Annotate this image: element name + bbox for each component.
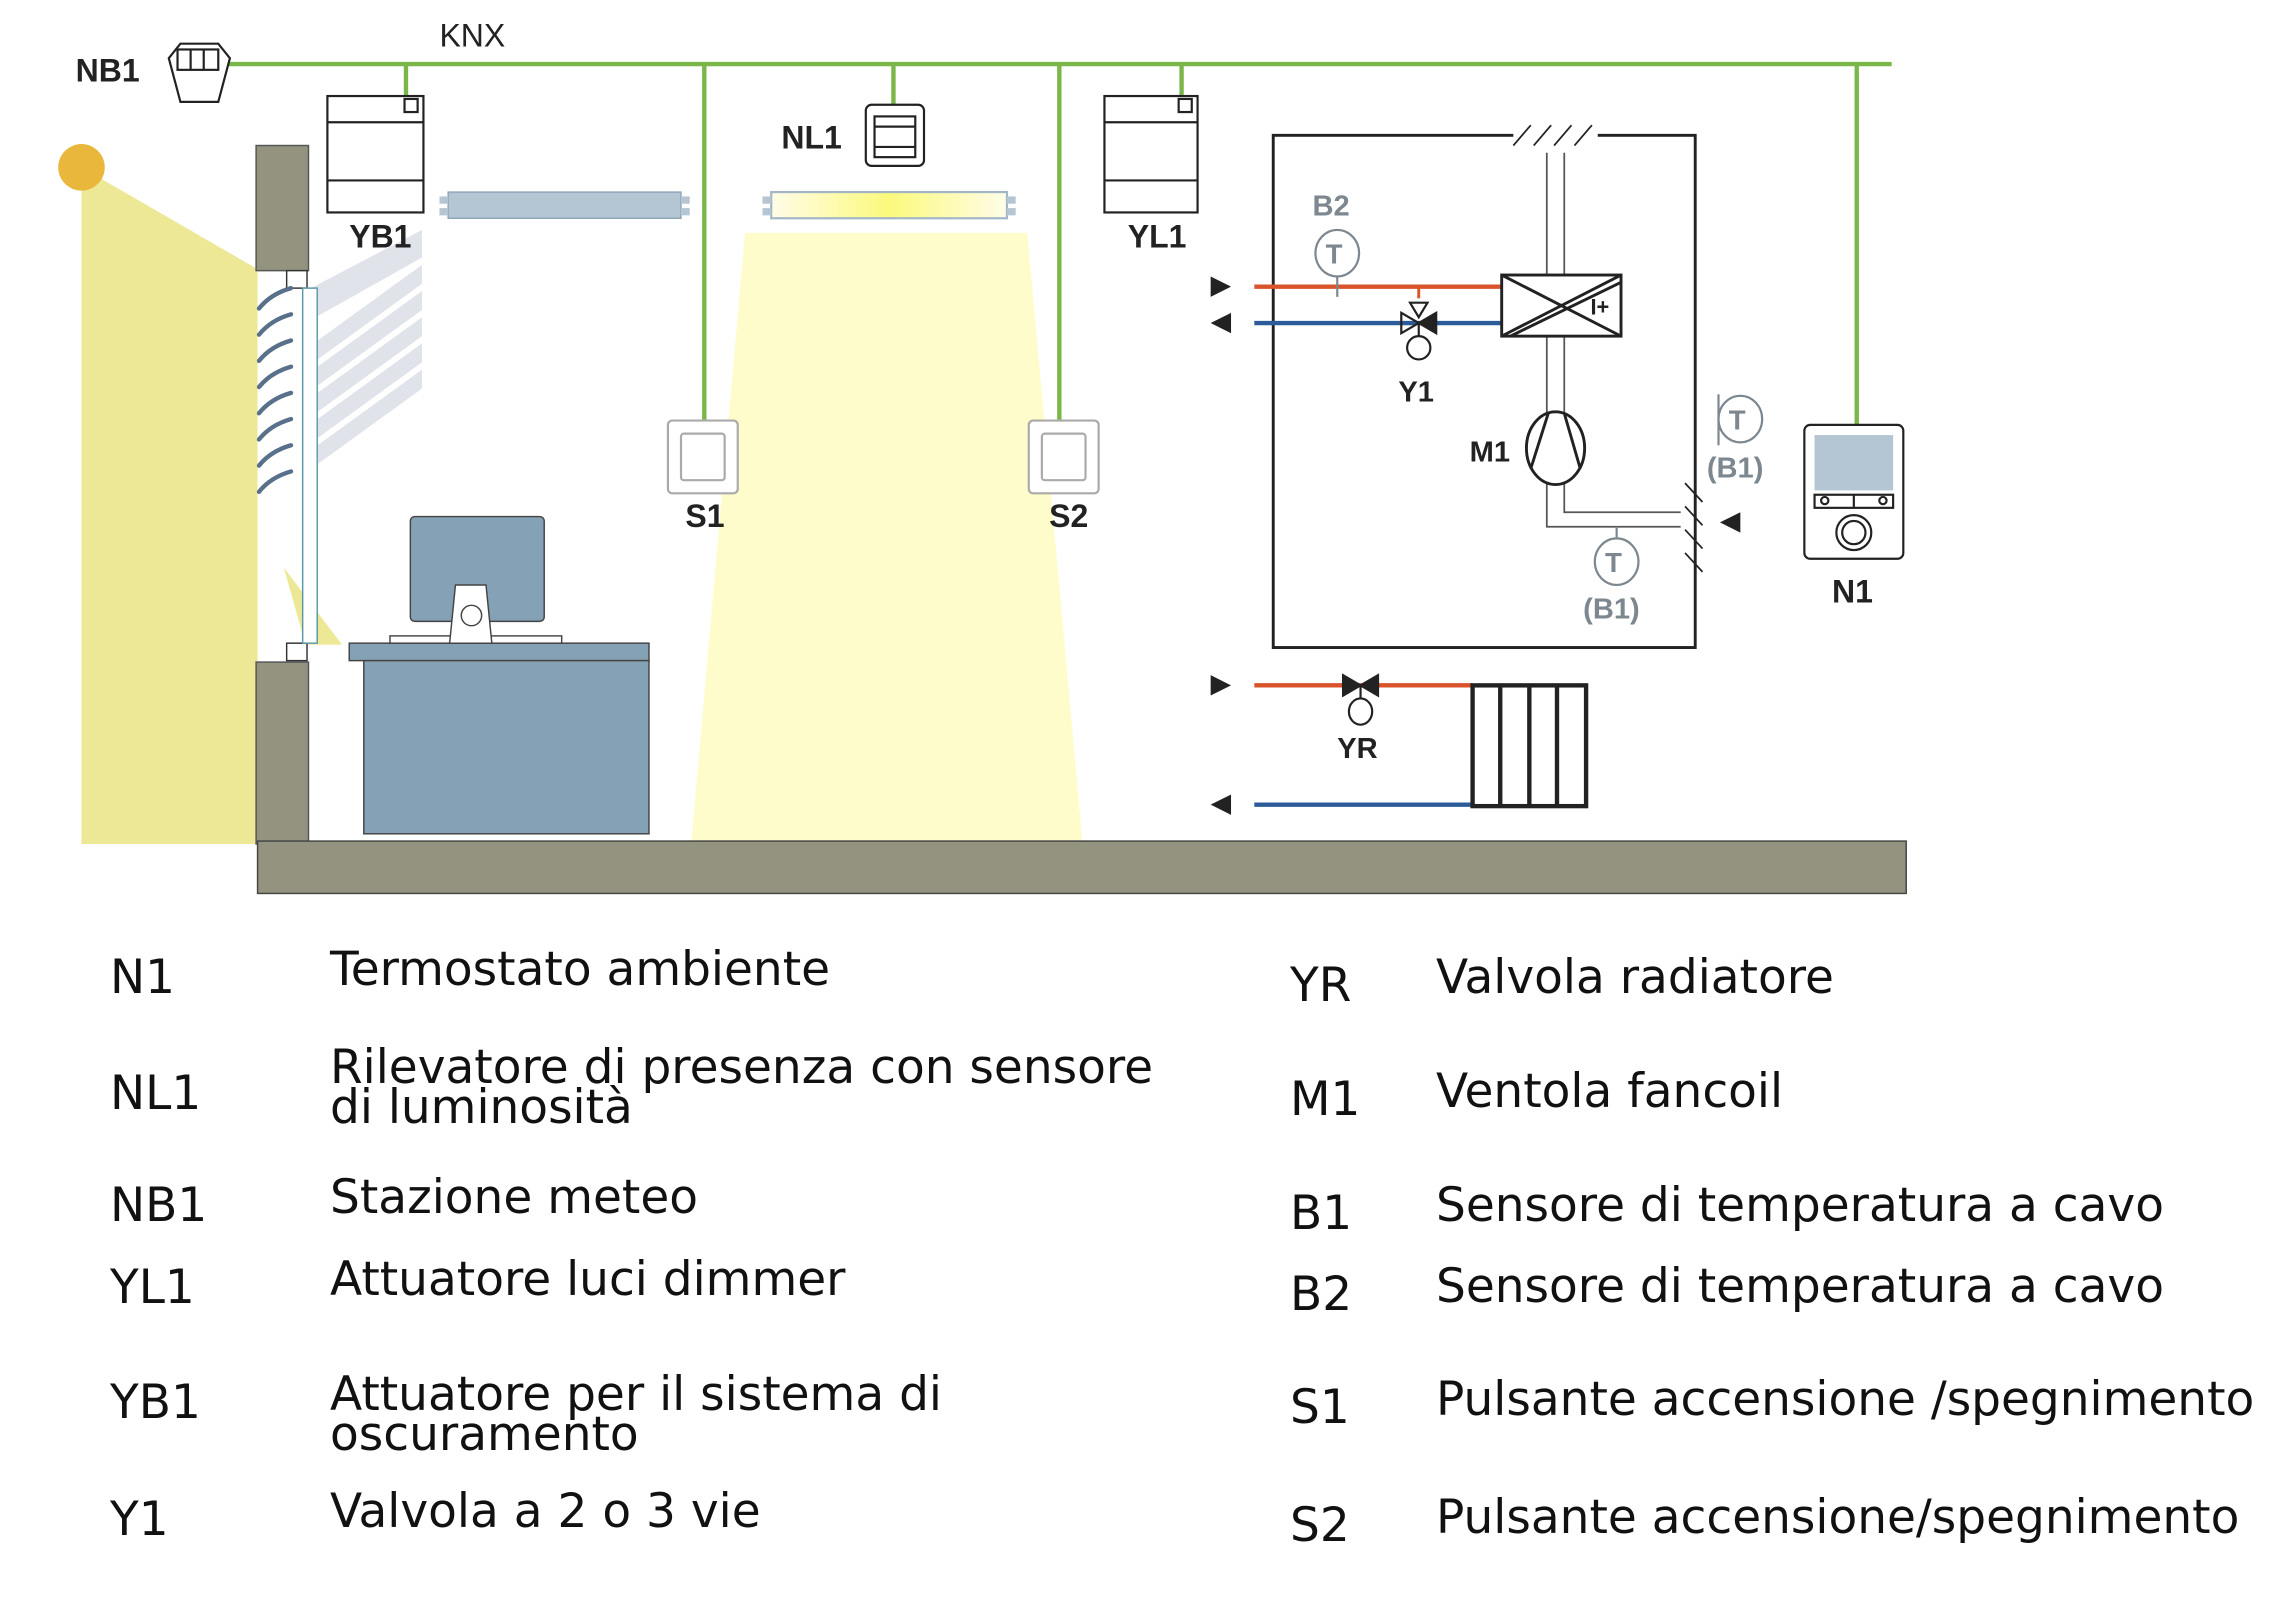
push-button-s1-icon (666, 419, 739, 495)
temperature-sensor-b1-air-icon (1717, 394, 1764, 444)
label-b1-duct: (B1) (1583, 593, 1640, 625)
air-duct (1545, 152, 1681, 528)
fancoil-unit (1271, 133, 1697, 649)
label-s1: S1 (685, 498, 724, 534)
wall-lower (255, 661, 310, 845)
label-yl1: YL1 (1128, 218, 1187, 254)
sensor-symbol-b1-duct: T (1605, 547, 1622, 578)
fan-motor-icon (1524, 410, 1587, 487)
lamp-off-icon (439, 191, 690, 219)
legend-description: Valvola a 2 o 3 vie (330, 1484, 761, 1539)
legend-description: Valvola radiatore (1436, 950, 1834, 1005)
legend-code: Y1 (110, 1492, 169, 1547)
desk-icon (348, 642, 650, 835)
legend-description: Ventola fancoil (1436, 1064, 1784, 1119)
three-way-valve-icon (1400, 301, 1438, 361)
radiator-supply-arrow-icon (1210, 675, 1232, 696)
legend-code: NL1 (110, 1066, 202, 1121)
label-yb1: YB1 (349, 218, 411, 254)
window-frame-bottom (285, 642, 308, 662)
monitor-icon (389, 515, 563, 644)
air-inlet-arrow-icon (1719, 512, 1741, 533)
legend-description: Sensore di temperatura a cavo (1436, 1178, 2164, 1233)
blind-actuator-icon (326, 94, 425, 214)
heat-exchanger-coil-icon (1500, 273, 1623, 338)
window-glass (301, 287, 318, 644)
legend-code: YL1 (110, 1260, 195, 1315)
legend-code: M1 (1290, 1072, 1361, 1127)
coil-symbol: I+ (1590, 294, 1609, 319)
sunlight-beam (81, 167, 258, 844)
legend-description: Attuatore per il sistema di oscuramento (330, 1367, 942, 1462)
legend-description: Pulsante accensione /spegnimento (1436, 1372, 2255, 1427)
label-n1: N1 (1832, 573, 1873, 609)
dimmer-actuator-icon (1103, 94, 1199, 214)
label-yr: YR (1337, 733, 1377, 765)
supply-arrow-icon (1210, 276, 1232, 297)
bus-label: KNX (439, 18, 505, 54)
label-nb1: NB1 (76, 52, 140, 88)
legend-code: S1 (1290, 1380, 1350, 1435)
sensor-symbol-b1-air: T (1729, 404, 1746, 435)
label-m1: M1 (1470, 436, 1510, 468)
legend-code: N1 (110, 950, 176, 1005)
radiator-valve-icon (1341, 673, 1380, 726)
legend-code: YR (1290, 958, 1352, 1013)
blind-shadow (305, 229, 422, 473)
push-button-s2-icon (1027, 419, 1100, 495)
label-b1-air: (B1) (1707, 452, 1764, 484)
radiator-return-arrow-icon (1210, 794, 1232, 815)
legend-description: Sensore di temperatura a cavo (1436, 1259, 2164, 1314)
label-b2: B2 (1313, 190, 1350, 222)
legend-code: B2 (1290, 1267, 1353, 1322)
label-s2: S2 (1049, 498, 1088, 534)
legend-code: B1 (1290, 1186, 1353, 1241)
label-y1: Y1 (1398, 377, 1434, 409)
weather-station-icon (167, 42, 232, 103)
floor (256, 840, 1907, 895)
window-frame-top (285, 269, 308, 289)
duct-outlet-break-icon (1684, 482, 1704, 573)
legend-code: NB1 (110, 1178, 208, 1233)
duct-break-icon (1512, 124, 1593, 147)
blind-slats-icon (256, 285, 294, 495)
temperature-sensor-b1-duct-icon (1593, 537, 1640, 587)
wall-upper (255, 144, 310, 272)
knx-room-diagram: KNX NB1 YB1 NL1 YL1 (58, 18, 1907, 895)
presence-sensor-icon (864, 103, 926, 167)
legend-description: Termostato ambiente (330, 942, 831, 997)
legend-description: Rilevatore di presenza con sensore di lu… (330, 1040, 1154, 1135)
legend-description: Attuatore luci dimmer (330, 1252, 846, 1307)
lamp-on-icon (762, 190, 1016, 220)
knx-bus (227, 61, 1892, 425)
sun-icon (58, 144, 105, 191)
legend-description: Pulsante accensione/spegnimento (1436, 1490, 2240, 1545)
return-arrow-icon (1210, 312, 1232, 334)
sensor-symbol-b2: T (1326, 238, 1343, 269)
room-thermostat-icon (1803, 423, 1905, 560)
temperature-sensor-b2-icon (1314, 228, 1361, 297)
legend-description: Stazione meteo (330, 1170, 698, 1225)
label-nl1: NL1 (781, 119, 841, 155)
radiator-icon (1470, 683, 1589, 809)
legend-code: YB1 (110, 1375, 201, 1430)
lamp-light-cone (691, 232, 1083, 844)
legend-code: S2 (1290, 1498, 1350, 1553)
legend: N1 Termostato ambiente NL1 Rilevatore di… (0, 900, 2270, 1620)
